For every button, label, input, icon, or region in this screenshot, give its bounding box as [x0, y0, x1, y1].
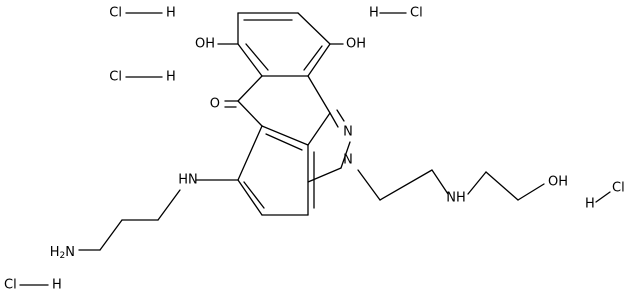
hcl-h-label: H: [166, 6, 176, 21]
hcl-cl-label: Cl: [4, 278, 17, 293]
hcl-h-label: H: [369, 6, 379, 21]
ring-bonds: [237, 12, 351, 216]
hcl-group-5: Cl H: [4, 278, 62, 293]
amine-label: H2N: [50, 245, 75, 262]
oh-label-right: OH: [346, 37, 366, 52]
oh-label-left: OH: [195, 37, 215, 52]
hcl-group-4: Cl H: [585, 181, 625, 212]
hcl-group-2: H Cl: [369, 6, 423, 21]
hcl-h-label: H: [52, 278, 62, 293]
nh-label-left: HN: [178, 173, 198, 188]
hcl-group-1: Cl H: [109, 6, 175, 21]
ketone-oxygen-label: O: [210, 97, 220, 112]
hcl-cl-label: Cl: [109, 6, 122, 21]
hcl-cl-label: Cl: [612, 181, 625, 196]
nh-label-chain: NH: [446, 191, 466, 206]
atom-labels: OH OH O N N HN NH H2N OH: [50, 37, 568, 262]
hcl-cl-label: Cl: [410, 6, 423, 21]
hcl-cl-label: Cl: [109, 70, 122, 85]
hcl-bond: [595, 191, 611, 203]
hcl-h-label: H: [585, 197, 595, 212]
hcl-h-label: H: [166, 70, 176, 85]
ring-nitrogen-bottom-label: N: [343, 153, 353, 168]
oh-label-chain: OH: [548, 175, 568, 190]
substituent-bonds: [78, 43, 545, 251]
hcl-group-3: Cl H: [109, 70, 175, 85]
ring-nitrogen-top-label: N: [343, 125, 353, 140]
